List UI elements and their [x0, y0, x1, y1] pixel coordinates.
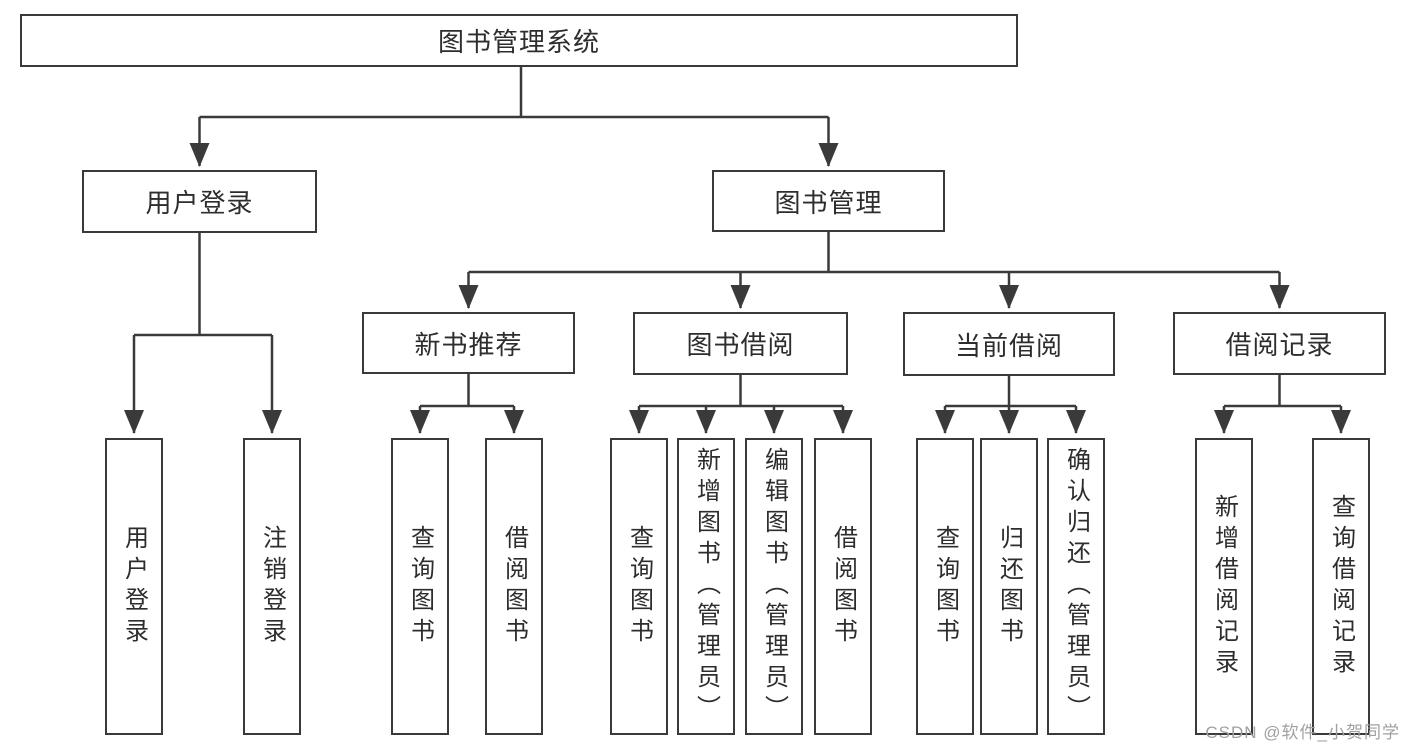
connector-root-trunk: [199, 67, 829, 119]
leaf-query-borrow-record: 查询借阅记录: [1312, 438, 1370, 735]
leaf-query-books-1: 查询图书: [391, 438, 449, 735]
leaf-confirm-return-admin: 确认归还（管理员）: [1047, 438, 1105, 735]
connector-current-borrowing-trunk: [945, 376, 1076, 408]
leaf-add-book-admin: 新增图书（管理员）: [677, 438, 735, 735]
node-new-book-recommend: 新书推荐: [362, 312, 575, 374]
connector-user-login-trunk: [134, 233, 272, 337]
node-borrow-records: 借阅记录: [1173, 312, 1386, 375]
connector-book-management-trunk: [468, 232, 1280, 274]
leaf-borrow-books-2: 借阅图书: [814, 438, 872, 735]
node-book-management: 图书管理: [712, 170, 945, 232]
leaf-user-login: 用户登录: [105, 438, 163, 735]
connector-borrow-records-trunk: [1224, 375, 1341, 408]
leaf-borrow-books-1: 借阅图书: [485, 438, 543, 735]
leaf-return-book: 归还图书: [980, 438, 1038, 735]
leaf-add-borrow-record: 新增借阅记录: [1195, 438, 1253, 735]
leaf-logout: 注销登录: [243, 438, 301, 735]
node-book-borrowing: 图书借阅: [633, 312, 848, 375]
node-current-borrowing: 当前借阅: [903, 312, 1115, 376]
connector-book-borrowing-trunk: [639, 375, 843, 408]
connector-new-book-trunk: [420, 374, 514, 408]
leaf-query-books-2: 查询图书: [610, 438, 668, 735]
node-library-management-system: 图书管理系统: [20, 14, 1018, 67]
csdn-watermark: CSDN @软件_小贺同学: [1205, 723, 1400, 742]
leaf-edit-book-admin: 编辑图书（管理员）: [745, 438, 803, 735]
leaf-query-books-3: 查询图书: [916, 438, 974, 735]
node-user-login: 用户登录: [82, 170, 317, 233]
